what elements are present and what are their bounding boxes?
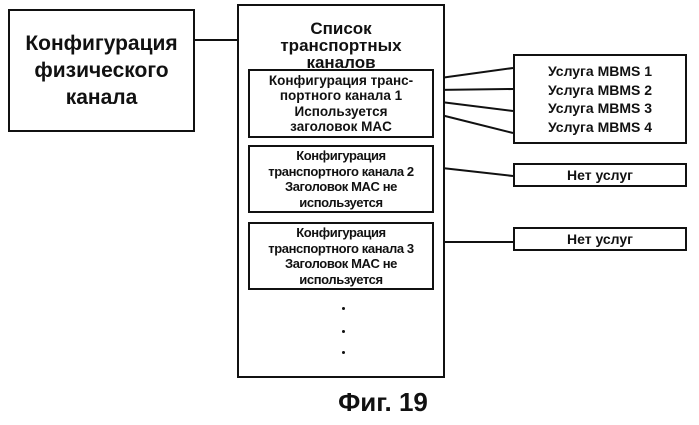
channel-line: используется bbox=[299, 195, 382, 211]
transport-channel-1-box: Конфигурация транс- портного канала 1 Ис… bbox=[248, 69, 434, 138]
mbms-service: Услуга MBMS 1 bbox=[548, 62, 652, 81]
physical-channel-config-box: Конфигурация физического канала bbox=[8, 9, 195, 132]
mbms-service: Услуга MBMS 3 bbox=[548, 99, 652, 118]
connector-ch2-none bbox=[433, 167, 513, 176]
no-services-label: Нет услуг bbox=[567, 167, 633, 183]
mbms-services-box: Услуга MBMS 1 Услуга MBMS 2 Услуга MBMS … bbox=[513, 54, 687, 144]
channel-line: Используется bbox=[294, 104, 387, 120]
connector-ch1-mbms4 bbox=[433, 113, 513, 133]
channel-line: Заголовок MAC не bbox=[285, 179, 397, 195]
channel-line: заголовок MAC bbox=[290, 119, 392, 135]
channel-line: Конфигурация транс- bbox=[269, 73, 413, 89]
list-title-line: транспортных bbox=[280, 37, 401, 54]
channel-line: используется bbox=[299, 272, 382, 288]
no-services-label: Нет услуг bbox=[567, 231, 633, 247]
ellipsis-dot bbox=[342, 330, 345, 333]
physical-line: физического bbox=[34, 57, 168, 84]
transport-channel-3-box: Конфигурация транспортного канала 3 Заго… bbox=[248, 222, 434, 290]
channel-line: портного канала 1 bbox=[280, 88, 402, 104]
physical-line: канала bbox=[66, 84, 138, 111]
channel-line: транспортного канала 2 bbox=[268, 164, 414, 180]
channel-line: Конфигурация bbox=[296, 225, 386, 241]
physical-line: Конфигурация bbox=[25, 30, 177, 57]
channel-line: Заголовок MAC не bbox=[285, 256, 397, 272]
list-title-line: Список bbox=[310, 20, 371, 37]
transport-channel-2-box: Конфигурация транспортного канала 2 Заго… bbox=[248, 145, 434, 213]
channel-line: Конфигурация bbox=[296, 148, 386, 164]
connector-ch1-mbms1 bbox=[433, 68, 513, 79]
ellipsis-dot bbox=[342, 351, 345, 354]
mbms-service: Услуга MBMS 4 bbox=[548, 118, 652, 137]
figure-caption: Фиг. 19 bbox=[320, 387, 446, 418]
connector-ch1-mbms2 bbox=[433, 89, 513, 90]
connector-ch1-mbms3 bbox=[433, 101, 513, 111]
ellipsis-dot bbox=[342, 307, 345, 310]
channel-line: транспортного канала 3 bbox=[268, 241, 414, 257]
no-services-box-2: Нет услуг bbox=[513, 163, 687, 187]
mbms-service: Услуга MBMS 2 bbox=[548, 81, 652, 100]
no-services-box-3: Нет услуг bbox=[513, 227, 687, 251]
